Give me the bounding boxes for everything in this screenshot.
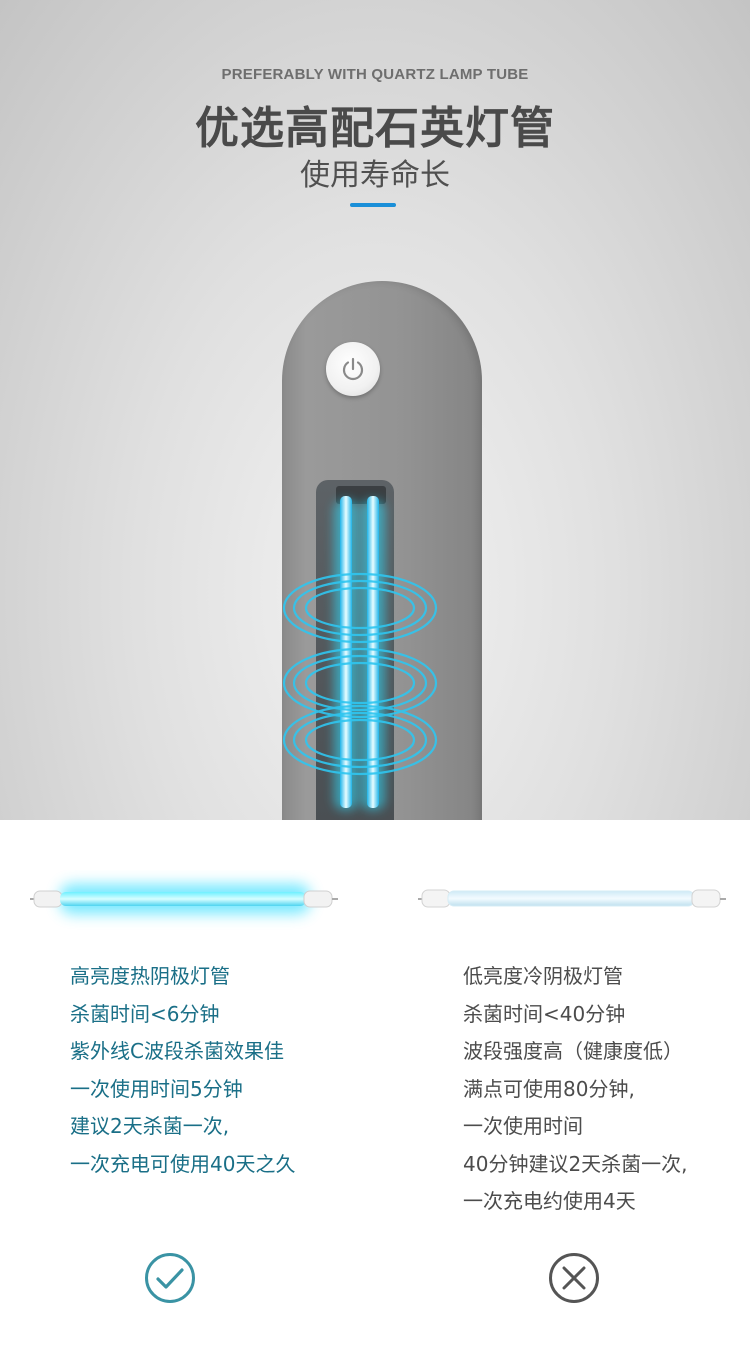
cold-cathode-spec-list: 低亮度冷阴极灯管 杀菌时间<40分钟 波段强度高（健康度低） 满点可使用80分钟…	[463, 958, 688, 1221]
cross-circle-icon	[549, 1253, 599, 1303]
page-title: 优选高配石英灯管	[195, 103, 555, 154]
spec-line: 杀菌时间<40分钟	[463, 1001, 626, 1026]
power-icon	[342, 357, 364, 381]
spec-line: 一次使用时间5分钟	[70, 1076, 243, 1101]
hot-cathode-tube-image	[30, 884, 338, 914]
check-circle-icon	[145, 1253, 195, 1303]
hot-cathode-spec-list: 高亮度热阴极灯管 杀菌时间<6分钟 紫外线C波段杀菌效果佳 一次使用时间5分钟 …	[70, 958, 295, 1183]
spec-line: 一次充电可使用40天之久	[70, 1151, 296, 1176]
spec-line: 杀菌时间<6分钟	[70, 1001, 220, 1026]
spec-line: 紫外线C波段杀菌效果佳	[70, 1039, 284, 1063]
power-button[interactable]	[326, 342, 380, 396]
english-subtitle: PREFERABLY WITH QUARTZ LAMP TUBE	[221, 66, 529, 83]
hero-section: PREFERABLY WITH QUARTZ LAMP TUBE 优选高配石英灯…	[0, 0, 750, 820]
spec-line: 一次使用时间	[463, 1114, 583, 1138]
spec-line: 低亮度冷阴极灯管	[463, 964, 623, 988]
spec-line: 一次充电约使用4天	[463, 1189, 636, 1213]
spec-line: 高亮度热阴极灯管	[70, 964, 230, 988]
tagline: 使用寿命长	[300, 158, 450, 193]
spec-line: 40分钟建议2天杀菌一次,	[463, 1151, 688, 1176]
spec-line: 建议2天杀菌一次,	[70, 1114, 230, 1138]
uv-lamp-glow	[282, 486, 438, 810]
spec-line: 满点可使用80分钟,	[463, 1076, 635, 1101]
accent-divider	[350, 203, 396, 207]
spec-line: 波段强度高（健康度低）	[463, 1039, 683, 1063]
cold-cathode-tube-image	[418, 889, 726, 908]
